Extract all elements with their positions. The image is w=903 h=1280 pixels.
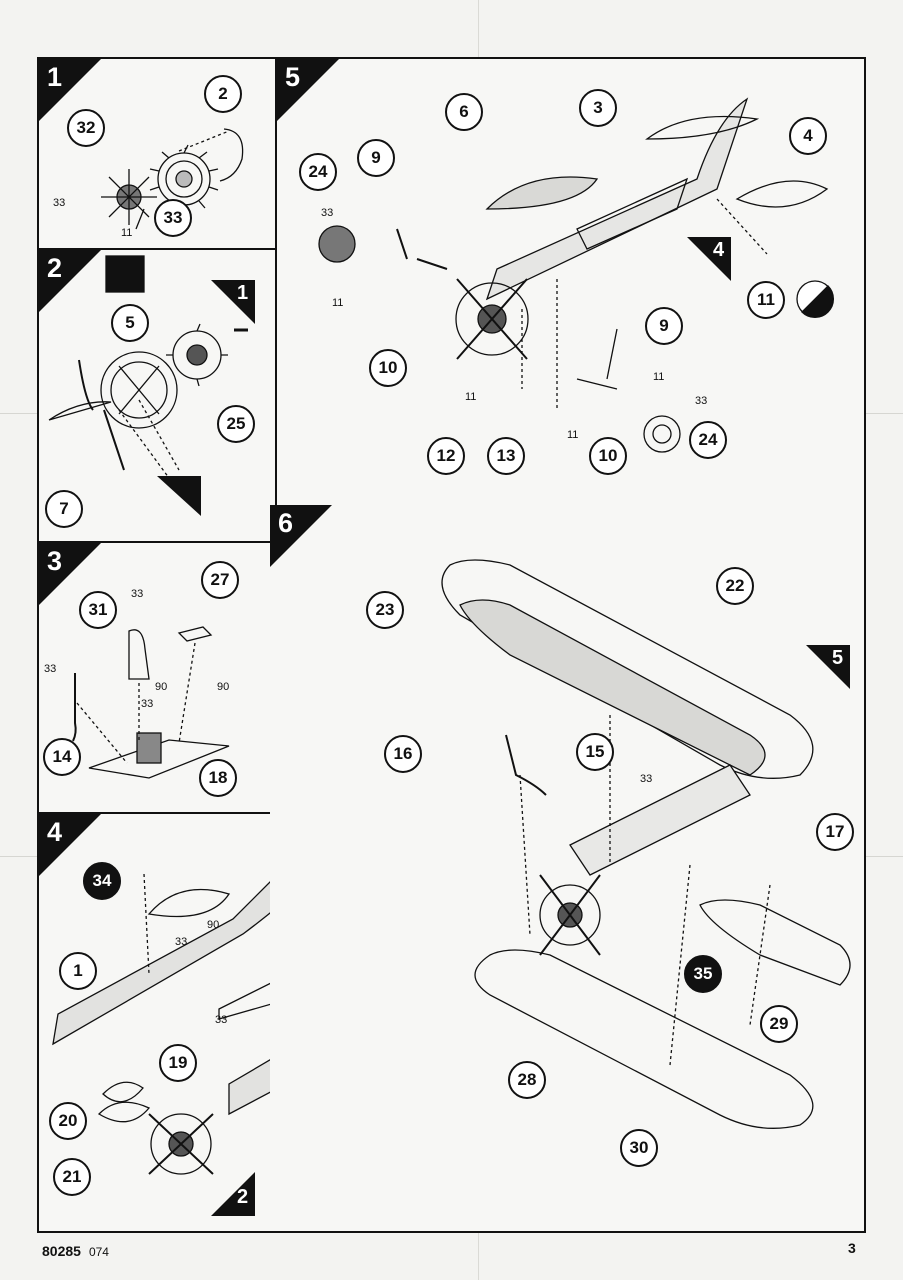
part-6-label: 6 — [445, 93, 483, 131]
step-6-reference-5: 5 — [806, 645, 850, 689]
step-6-badge: 6 — [270, 505, 332, 567]
small-33-label: 33 — [175, 936, 188, 948]
part-2-label: 2 — [204, 75, 242, 113]
part-28-label: 28 — [508, 1061, 546, 1099]
small-11-label: 11 — [121, 227, 133, 239]
small-90-label: 90 — [155, 681, 168, 693]
part-20-label: 20 — [49, 1102, 87, 1140]
small-33-label: 33 — [141, 698, 154, 710]
step-2-reference-1: 1 — [211, 280, 255, 324]
landing-gear-diagram — [318, 97, 835, 453]
small-11-label: 11 — [332, 297, 344, 309]
step-4-reference-2: 2 — [211, 1172, 255, 1216]
wing-assembly-diagram — [441, 559, 851, 1129]
step-2-reference-down — [157, 476, 201, 516]
step-2-panel: 2 1 5 25 7 — [37, 248, 277, 543]
step-5-badge: 5 — [277, 59, 339, 121]
part-10-label: 10 — [589, 437, 627, 475]
part-23-label: 23 — [366, 591, 404, 629]
engine-diagram — [101, 128, 244, 230]
step-3-panel: 3 31 27 14 18 33 33 90 90 33 — [37, 541, 277, 814]
step-6-panel: 6 5 23 22 16 15 17 35 29 28 30 33 — [270, 505, 866, 1233]
step-2-badge: 2 — [39, 250, 101, 312]
part-18-label: 18 — [199, 759, 237, 797]
part-11-label: 11 — [747, 281, 785, 319]
part-5-label: 5 — [111, 304, 149, 342]
part-9-label: 9 — [645, 307, 683, 345]
part-25-label: 25 — [217, 405, 255, 443]
part-10-label: 10 — [369, 349, 407, 387]
cowling-diagram — [48, 255, 248, 479]
small-33-label: 33 — [695, 395, 708, 407]
small-33-label: 33 — [215, 1014, 228, 1026]
part-14-label: 14 — [43, 738, 81, 776]
small-33-label: 33 — [640, 773, 653, 785]
part-34-label: 34 — [83, 862, 121, 900]
part-3-label: 3 — [579, 89, 617, 127]
small-90-label: 90 — [217, 681, 230, 693]
part-33-label: 33 — [154, 199, 192, 237]
part-29-label: 29 — [760, 1005, 798, 1043]
part-15-label: 15 — [576, 733, 614, 771]
part-32-label: 32 — [67, 109, 105, 147]
part-9-label: 9 — [357, 139, 395, 177]
part-21-label: 21 — [53, 1158, 91, 1196]
page-number: 3 — [848, 1240, 856, 1256]
part-24-label: 24 — [299, 153, 337, 191]
small-33-label: 33 — [321, 207, 334, 219]
cockpit-floor-diagram — [72, 626, 230, 779]
step-1-panel: 1 32 2 33 33 11 — [37, 57, 277, 250]
small-11-label: 11 — [653, 371, 665, 383]
part-27-label: 27 — [201, 561, 239, 599]
small-33-label: 33 — [131, 588, 144, 600]
small-33-label: 33 — [53, 197, 66, 209]
part-12-label: 12 — [427, 437, 465, 475]
step-5-panel: 5 4 6 3 4 24 9 11 10 12 13 10 9 24 33 11 — [275, 57, 866, 508]
part-4-label: 4 — [789, 117, 827, 155]
part-24-label: 24 — [689, 421, 727, 459]
part-13-label: 13 — [487, 437, 525, 475]
part-19-label: 19 — [159, 1044, 197, 1082]
part-7-label: 7 — [45, 490, 83, 528]
small-33-label: 33 — [44, 663, 57, 675]
small-11-label: 11 — [567, 429, 579, 441]
part-22-label: 22 — [716, 567, 754, 605]
small-11-label: 11 — [465, 391, 477, 403]
part-16-label: 16 — [384, 735, 422, 773]
part-17-label: 17 — [816, 813, 854, 851]
step-5-reference-4: 4 — [687, 237, 731, 281]
part-30-label: 30 — [620, 1129, 658, 1167]
part-35-label: 35 — [684, 955, 722, 993]
part-1-label: 1 — [59, 952, 97, 990]
part-31-label: 31 — [79, 591, 117, 629]
small-90-label: 90 — [207, 919, 220, 931]
